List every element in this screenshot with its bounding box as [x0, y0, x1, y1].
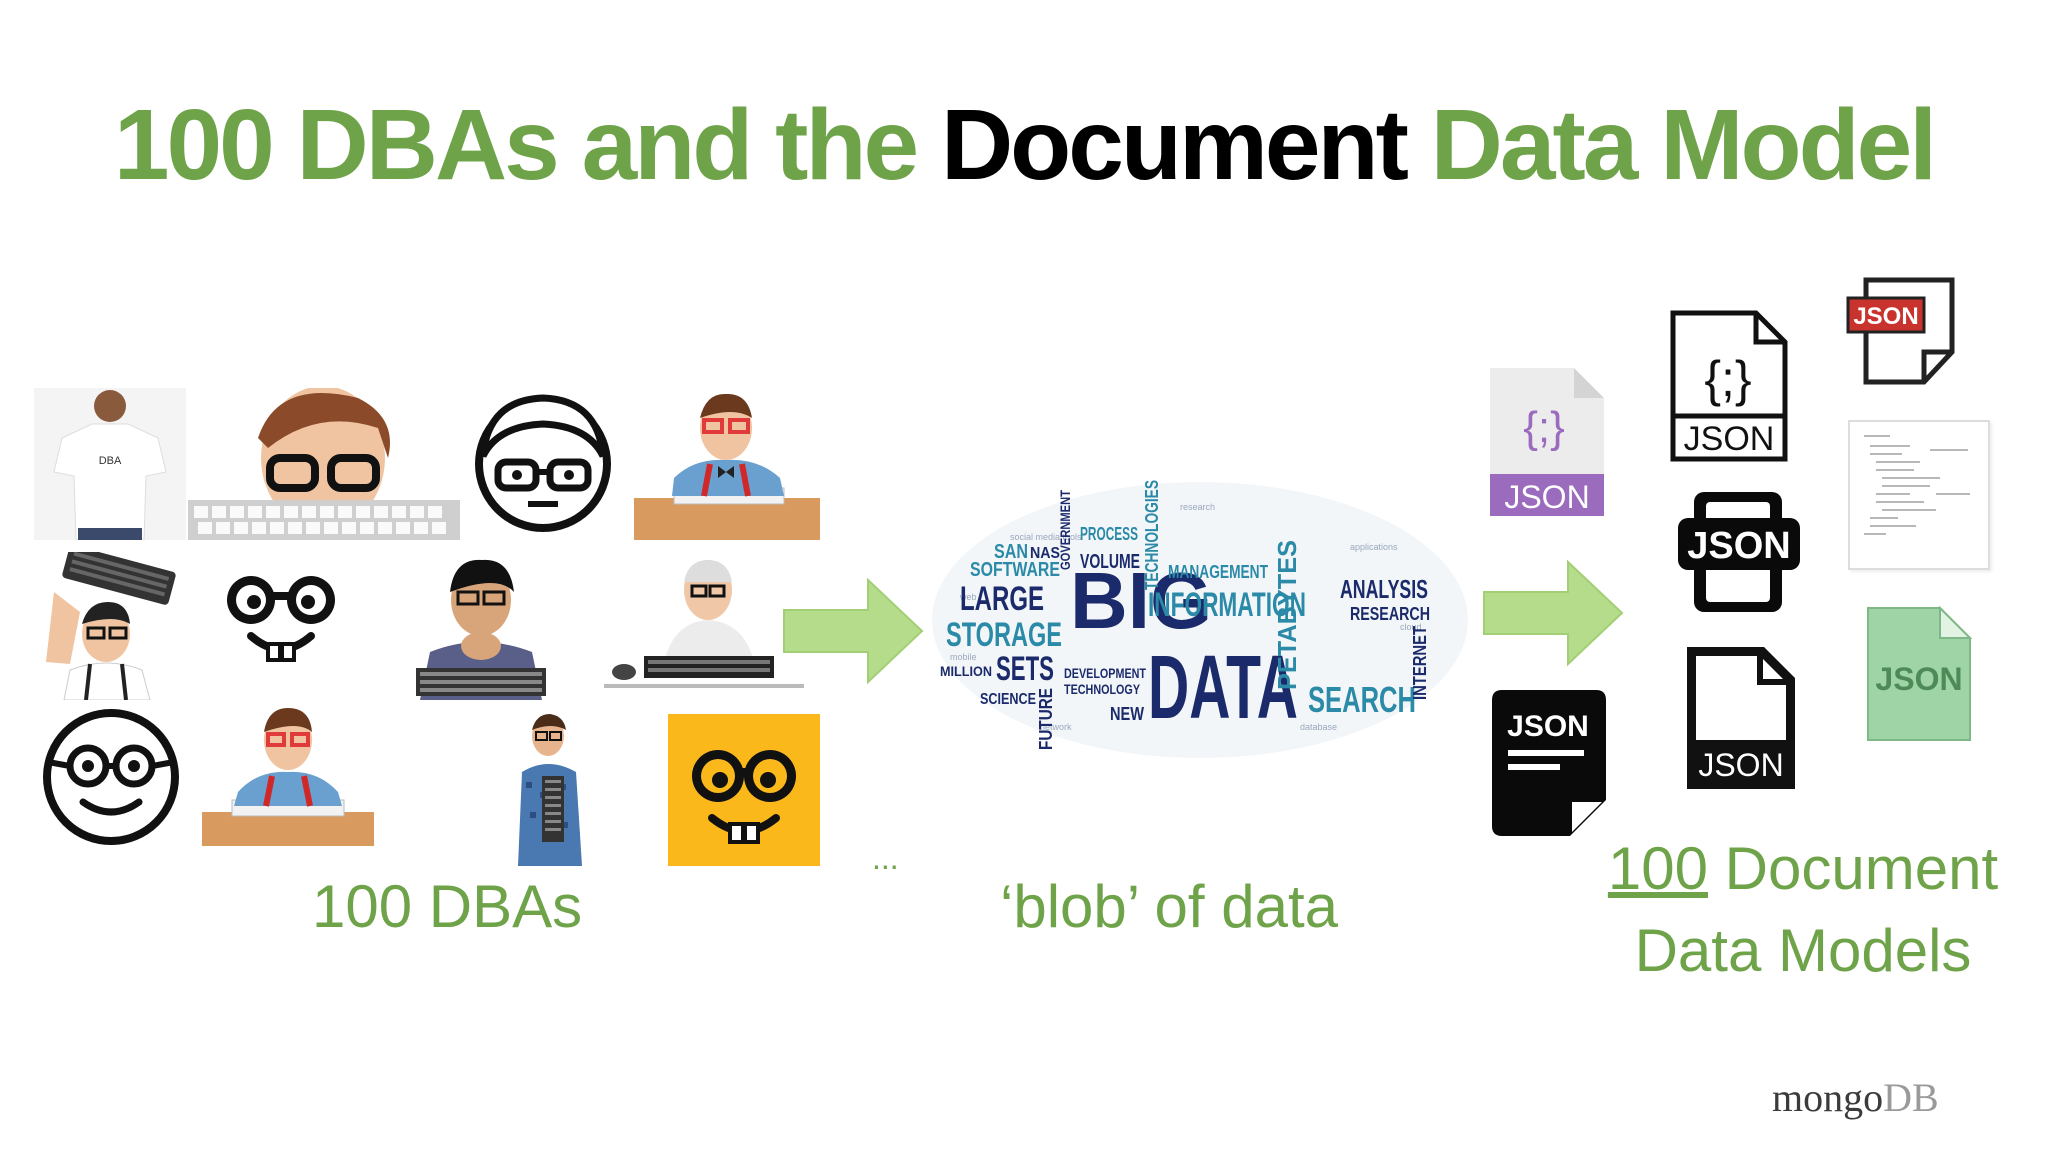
cloud-word-search: SEARCH: [1308, 679, 1416, 720]
cloud-word-storage: STORAGE: [946, 616, 1062, 654]
json-file-red-label-icon: JSON: [1846, 276, 1956, 386]
svg-text:social media tools: social media tools: [1010, 532, 1082, 542]
svg-text:applications: applications: [1350, 542, 1398, 552]
svg-text:research: research: [1180, 502, 1215, 512]
caption-models-rest-1: Document: [1707, 835, 1999, 902]
cloud-word-big: BIG: [1070, 556, 1212, 645]
mongodb-logo: mongoDB: [1772, 1074, 1939, 1121]
cloud-word-san: SAN: [994, 541, 1028, 563]
person-peeking-photo: [188, 388, 460, 540]
brand-mongo: mongo: [1772, 1075, 1884, 1120]
cloud-word-technologies: TECHNOLOGIES: [1142, 480, 1162, 590]
cloud-word-sets: SETS: [996, 650, 1054, 688]
arrow-right-icon: [782, 576, 926, 686]
cloud-word-volume: VOLUME: [1080, 551, 1140, 573]
person-tshirt-photo: DBA: [34, 388, 186, 540]
cloud-word-process: PROCESS: [1080, 524, 1138, 544]
cloud-word-management: MANAGEMENT: [1168, 562, 1268, 582]
json-file-purple-icon: {;} JSON: [1490, 368, 1604, 516]
tshirt-text: DBA: [99, 455, 122, 467]
cloud-word-technology: TECHNOLOGY: [1064, 681, 1141, 697]
brand-db: DB: [1883, 1075, 1939, 1120]
json-label: JSON: [1684, 420, 1775, 458]
person-standing-keyboard-photo: [500, 712, 600, 866]
cloud-word-science: SCIENCE: [980, 691, 1036, 708]
nerd-glasses-teeth-icon: [216, 570, 346, 670]
caption-blob-of-data: ‘blob’ of data: [1000, 873, 1339, 940]
svg-text:cloud: cloud: [1400, 622, 1422, 632]
cloud-word-data: DATA: [1148, 638, 1298, 738]
cloud-word-million: MILLION: [940, 663, 992, 679]
svg-text:database: database: [1300, 722, 1337, 732]
json-braces-text: {;}: [1704, 351, 1751, 407]
slide-title: 100 DBAs and the Document Data Model: [0, 88, 2048, 203]
nerd-emoji-yellow-icon: [668, 714, 820, 866]
json-file-green-icon: JSON: [1866, 606, 1972, 742]
svg-text:web: web: [959, 592, 977, 602]
person-keyboard-overhead-photo: [24, 552, 194, 700]
cloud-word-future: FUTURE: [1036, 688, 1056, 750]
svg-text:mobile: mobile: [950, 652, 977, 662]
json-braces-text: {;}: [1523, 403, 1565, 452]
code-document-icon: [1848, 420, 1990, 570]
person-red-glasses-typing-photo: [202, 696, 374, 846]
nerd-face-line-icon: [468, 386, 618, 536]
person-typing-photo: [604, 552, 804, 700]
cloud-word-development: DEVELOPMENT: [1064, 665, 1146, 681]
json-label: JSON: [1698, 747, 1783, 783]
cloud-word-government: GOVERNMENT: [1057, 490, 1073, 570]
caption-100-dbas: 100 DBAs: [312, 873, 583, 940]
json-label: JSON: [1504, 479, 1589, 515]
json-file-outline-braces-icon: {;} JSON: [1670, 310, 1788, 462]
caption-document-data-models: 100 Document Data Models: [1578, 828, 2028, 992]
title-part-1: 100 DBAs and the: [113, 89, 919, 201]
arrow-right-icon: [1482, 558, 1626, 668]
cloud-word-information: INFORMATION: [1148, 586, 1306, 624]
json-badge-icon: JSON: [1676, 488, 1802, 616]
json-file-outline-icon: JSON: [1684, 644, 1798, 792]
json-label: JSON: [1687, 525, 1790, 567]
json-label: JSON: [1507, 710, 1589, 743]
ellipsis: ...: [872, 840, 899, 876]
person-hands-clasped-photo: [410, 552, 552, 700]
title-part-3: Data Model: [1430, 89, 1937, 201]
caption-models-rest-2: Data Models: [1634, 917, 1972, 984]
cloud-word-internet: INTERNET: [1410, 626, 1430, 700]
cloud-word-nas: NAS: [1030, 545, 1060, 562]
svg-text:network: network: [1040, 722, 1072, 732]
caption-models-number: 100: [1607, 835, 1708, 902]
cloud-word-petabytes: PETABYTES: [1272, 540, 1302, 690]
smiley-glasses-line-icon: [38, 704, 184, 850]
cloud-word-software: SOFTWARE: [970, 559, 1060, 581]
person-red-glasses-desk-photo: [634, 388, 820, 540]
cloud-word-new: NEW: [1110, 704, 1144, 724]
cloud-word-research: RESEARCH: [1350, 604, 1430, 624]
big-data-word-cloud: social media tools applications web cloud n…: [930, 480, 1470, 760]
caption-line-1: 100 Document: [1578, 828, 2028, 910]
json-label: JSON: [1853, 303, 1918, 330]
cloud-word-large: LARGE: [960, 580, 1044, 618]
json-file-black-icon: JSON: [1492, 690, 1606, 836]
json-label: JSON: [1875, 661, 1962, 697]
title-part-2: Document: [940, 89, 1409, 201]
cloud-word-analysis: ANALYSIS: [1340, 574, 1428, 604]
